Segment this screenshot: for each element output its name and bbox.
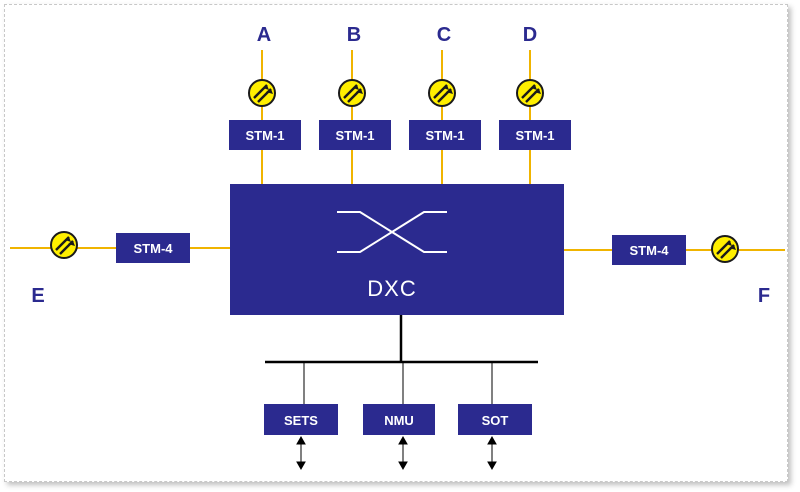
sot-label: SOT bbox=[482, 413, 509, 428]
port-label-d: D bbox=[523, 24, 537, 46]
optical-connector-icon bbox=[515, 78, 545, 108]
stm1-label-a: STM-1 bbox=[246, 128, 285, 143]
dxc-block[interactable] bbox=[230, 184, 564, 315]
double-arrow-icon bbox=[487, 435, 497, 471]
double-arrow-icon bbox=[398, 435, 408, 471]
port-label-c: C bbox=[437, 24, 451, 46]
sets-box[interactable] bbox=[264, 404, 338, 435]
optical-connector-icon bbox=[337, 78, 367, 108]
port-label-f: F bbox=[758, 285, 770, 307]
stm4-box-left[interactable] bbox=[116, 233, 190, 263]
stm1-box-b[interactable] bbox=[319, 120, 391, 150]
nmu-label: NMU bbox=[384, 413, 414, 428]
sot-box[interactable] bbox=[458, 404, 532, 435]
stm1-box-a[interactable] bbox=[229, 120, 301, 150]
stm4-label-left: STM-4 bbox=[134, 241, 174, 256]
stm4-label-right: STM-4 bbox=[630, 243, 670, 258]
port-label-b: B bbox=[347, 24, 361, 46]
stm4-box-right[interactable] bbox=[612, 235, 686, 265]
stm1-box-d[interactable] bbox=[499, 120, 571, 150]
stm1-label-d: STM-1 bbox=[516, 128, 555, 143]
port-label-e: E bbox=[31, 285, 44, 307]
management-bus bbox=[265, 315, 538, 404]
stm1-label-b: STM-1 bbox=[336, 128, 375, 143]
sets-label: SETS bbox=[284, 413, 318, 428]
nmu-box[interactable] bbox=[363, 404, 435, 435]
optical-connector-icon bbox=[427, 78, 457, 108]
port-label-a: A bbox=[257, 24, 271, 46]
stm1-label-c: STM-1 bbox=[426, 128, 465, 143]
optical-connector-icon bbox=[247, 78, 277, 108]
stm1-box-c[interactable] bbox=[409, 120, 481, 150]
optical-connector-icon bbox=[710, 234, 740, 264]
optical-connector-icon bbox=[49, 230, 79, 260]
dxc-label: DXC bbox=[367, 276, 416, 301]
cross-connect-icon bbox=[337, 211, 447, 253]
double-arrow-icon bbox=[296, 435, 306, 471]
